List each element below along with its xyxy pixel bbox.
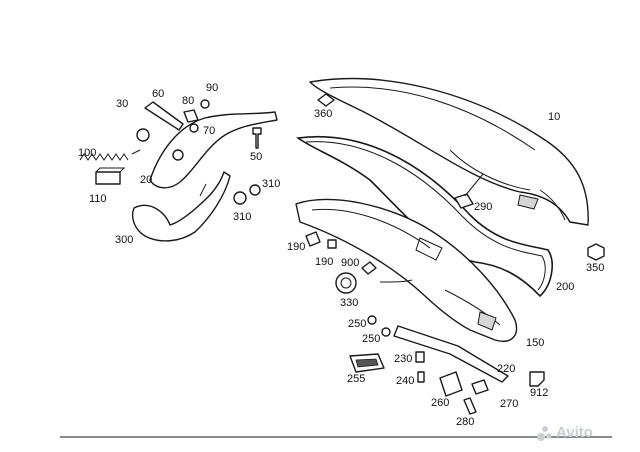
bolt-60 bbox=[144, 101, 184, 131]
label-912: 912 bbox=[530, 387, 548, 399]
label-290: 290 bbox=[474, 201, 492, 213]
label-330: 330 bbox=[340, 297, 358, 309]
label-50: 50 bbox=[250, 151, 262, 163]
part-labels: 10 30 60 80 90 70 100 20 110 50 310 310 … bbox=[78, 82, 604, 428]
grommet-330 bbox=[335, 272, 357, 294]
clip-190 bbox=[305, 231, 337, 249]
label-270: 270 bbox=[500, 398, 518, 410]
label-360: 360 bbox=[314, 108, 332, 120]
label-310-top: 310 bbox=[262, 178, 280, 190]
torsion-spring bbox=[79, 149, 141, 161]
bumper-310 bbox=[233, 184, 261, 205]
plug-360 bbox=[317, 93, 335, 107]
label-350: 350 bbox=[586, 262, 604, 274]
label-900: 900 bbox=[341, 257, 359, 269]
label-240: 240 bbox=[396, 375, 414, 387]
label-280: 280 bbox=[456, 416, 474, 428]
switch-230 bbox=[415, 351, 425, 363]
label-250-top: 250 bbox=[348, 318, 366, 330]
label-110: 110 bbox=[89, 193, 107, 205]
block-110 bbox=[95, 167, 126, 185]
trunk-seal bbox=[295, 135, 553, 298]
watermark-dot-icon bbox=[542, 426, 548, 432]
sensor-260 bbox=[439, 371, 463, 397]
connector-270 bbox=[471, 379, 489, 395]
clip-80 bbox=[183, 109, 199, 123]
plug-900 bbox=[361, 261, 413, 283]
bracket-150 bbox=[393, 325, 509, 383]
label-300: 300 bbox=[115, 234, 133, 246]
hinge-bracket bbox=[131, 171, 231, 242]
washer-70 bbox=[189, 123, 199, 133]
label-20: 20 bbox=[140, 174, 152, 186]
label-200: 200 bbox=[556, 281, 574, 293]
avito-watermark: Avito bbox=[537, 424, 593, 441]
label-90: 90 bbox=[206, 82, 218, 94]
inner-panel bbox=[295, 198, 518, 342]
label-310-bottom: 310 bbox=[233, 211, 251, 223]
hinge-arm bbox=[149, 111, 278, 189]
label-190-left: 190 bbox=[287, 241, 305, 253]
washer-90 bbox=[200, 99, 210, 109]
label-80: 80 bbox=[182, 95, 194, 107]
bulb-280 bbox=[463, 397, 477, 415]
label-150: 150 bbox=[526, 337, 544, 349]
nut-350 bbox=[587, 243, 605, 261]
screw-50 bbox=[252, 127, 262, 149]
trunk-lid bbox=[309, 77, 589, 226]
label-260: 260 bbox=[431, 397, 449, 409]
label-250-bottom: 250 bbox=[362, 333, 380, 345]
label-30: 30 bbox=[116, 98, 128, 110]
label-100: 100 bbox=[78, 147, 96, 159]
label-10: 10 bbox=[548, 111, 560, 123]
label-255: 255 bbox=[347, 373, 365, 385]
lamp-255 bbox=[349, 353, 385, 373]
clip-250 bbox=[367, 315, 391, 337]
clip-290 bbox=[454, 173, 484, 209]
label-230: 230 bbox=[394, 353, 412, 365]
label-70: 70 bbox=[203, 125, 215, 137]
clip-912 bbox=[529, 371, 545, 387]
screw-240 bbox=[417, 371, 425, 383]
nut-30 bbox=[136, 128, 150, 142]
watermark-text: Avito bbox=[556, 424, 593, 441]
label-220: 220 bbox=[497, 363, 515, 375]
label-190-right: 190 bbox=[315, 256, 333, 268]
label-60: 60 bbox=[152, 88, 164, 100]
